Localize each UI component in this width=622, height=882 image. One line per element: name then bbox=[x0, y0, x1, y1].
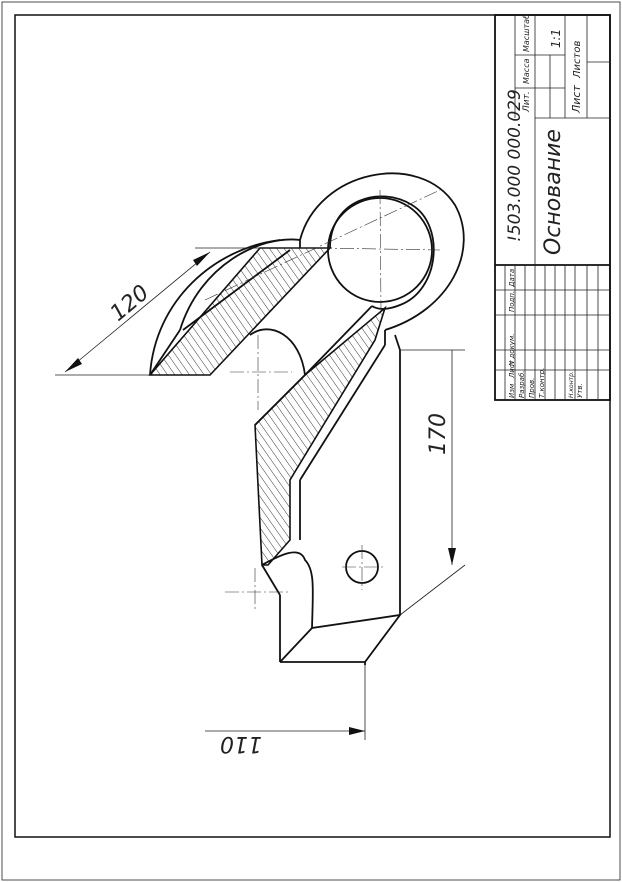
title-designation: !503.000 000.029 bbox=[505, 89, 525, 242]
label-lit: Лит. bbox=[522, 91, 532, 113]
hatched-section-upper bbox=[148, 247, 332, 376]
hatched-section-lower bbox=[254, 305, 387, 566]
label-norm-control: Н.контр. bbox=[568, 371, 575, 398]
dimension-height-value: 170 bbox=[426, 413, 451, 455]
label-developer: Разраб. bbox=[518, 370, 526, 398]
dimension-width-value: 120 bbox=[106, 280, 154, 326]
label-change: Изм bbox=[508, 383, 516, 398]
title-part-name: Основание bbox=[541, 129, 566, 255]
fork-arc bbox=[179, 238, 301, 331]
sheet-frame bbox=[14, 14, 611, 838]
label-mass: Масса bbox=[522, 58, 531, 84]
title-block: !503.000 000.029 Основание Лит. Масса Ма… bbox=[494, 14, 611, 401]
label-approved: Утв. bbox=[576, 383, 584, 398]
label-tech-control: Т.контр. bbox=[538, 368, 546, 398]
dimension-thickness: 110 bbox=[205, 665, 366, 756]
label-scale: Масштаб bbox=[522, 14, 531, 52]
dimension-height: 170 bbox=[399, 349, 466, 616]
label-sign: Подп. bbox=[508, 291, 516, 312]
boss-outer-arc bbox=[299, 172, 465, 331]
boss-front-ring bbox=[329, 195, 435, 310]
part-isometric bbox=[148, 172, 465, 665]
label-checker: Пров. bbox=[528, 378, 536, 398]
value-scale: 1:1 bbox=[549, 29, 563, 48]
bore-cut-arc bbox=[249, 328, 306, 376]
fork-inner-arc bbox=[149, 239, 281, 376]
lower-notch bbox=[261, 551, 314, 629]
dimension-thickness-value: 110 bbox=[220, 731, 262, 756]
label-doc-no: N докум. bbox=[508, 334, 516, 366]
label-sheets: Листов bbox=[572, 41, 583, 79]
label-sheet-col: Лист bbox=[508, 359, 516, 379]
label-sheet: Лист bbox=[570, 85, 583, 114]
label-date: Дата bbox=[508, 269, 516, 288]
